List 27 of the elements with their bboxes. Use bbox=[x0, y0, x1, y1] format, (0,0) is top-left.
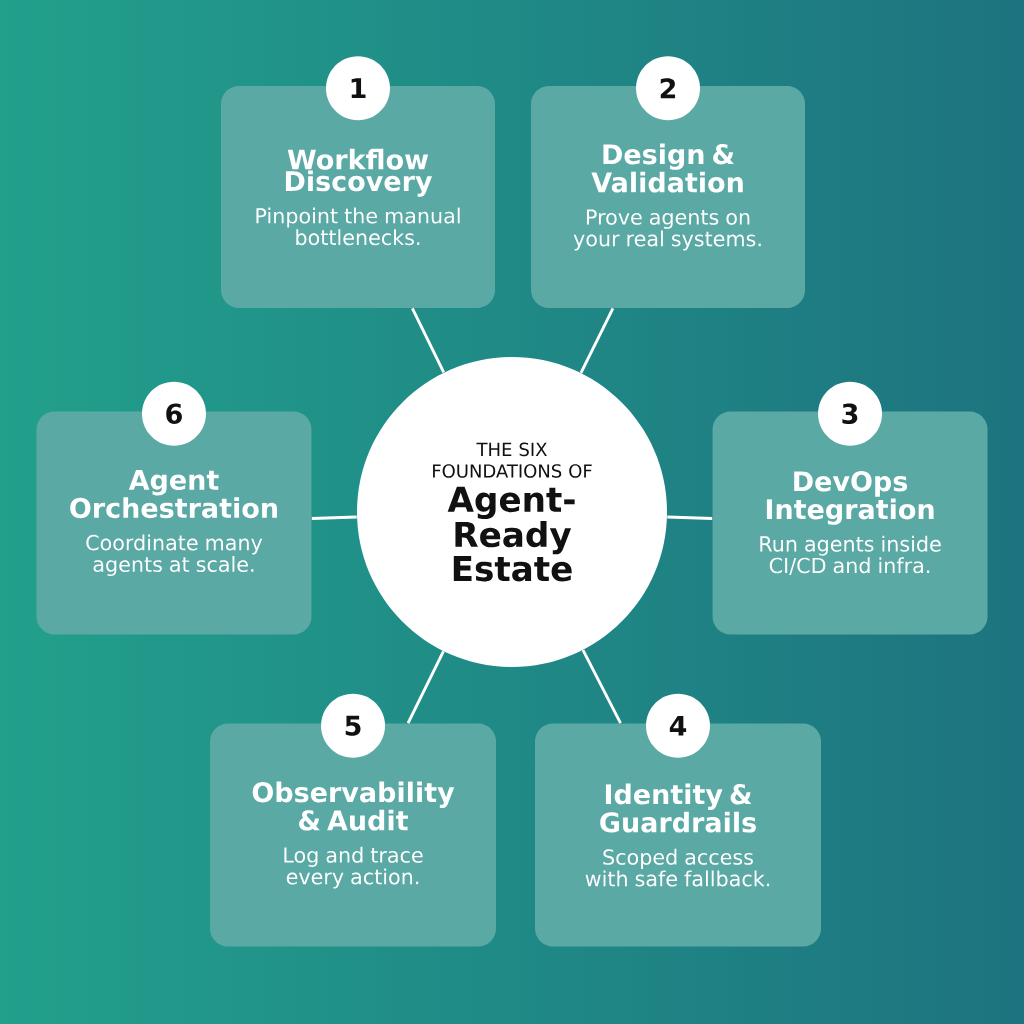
box-title: Identity & Guardrails bbox=[600, 783, 756, 833]
connector-line bbox=[406, 650, 445, 724]
number-badge: 6 bbox=[142, 381, 206, 446]
number-badge: 1 bbox=[326, 56, 390, 121]
box-title: DevOps Integration bbox=[766, 471, 934, 525]
connector-line bbox=[581, 649, 622, 724]
box-title: Observability & Audit bbox=[252, 781, 455, 831]
box-title: Workflow Discovery bbox=[285, 148, 433, 197]
connector-line bbox=[311, 515, 357, 520]
heading-text: THE SIX FOUNDATIONS OF bbox=[433, 442, 592, 478]
box-description: Run agents inside CI/CD and infra. bbox=[760, 535, 941, 575]
connector-line bbox=[579, 307, 615, 374]
box-description: Prove agents on your real systems. bbox=[573, 209, 761, 251]
box-description: Scoped access with safe fallback. bbox=[585, 848, 770, 887]
connector-line bbox=[411, 307, 446, 374]
box-title: Agent Orchestration bbox=[70, 469, 277, 519]
number-badge: 4 bbox=[646, 693, 710, 758]
box-description: Coordinate many agents at scale. bbox=[86, 534, 263, 577]
number-badge: 2 bbox=[636, 56, 700, 121]
box-title: Design & Validation bbox=[591, 143, 743, 193]
box-description: Pinpoint the manual bottlenecks. bbox=[256, 207, 460, 246]
center-circle bbox=[357, 357, 667, 667]
title-text: Agent-Ready Estate bbox=[447, 486, 575, 582]
number-badge: 3 bbox=[818, 381, 883, 446]
box-description: Log and trace every action. bbox=[284, 846, 423, 889]
number-badge: 5 bbox=[321, 693, 386, 758]
connector-line bbox=[667, 515, 713, 520]
